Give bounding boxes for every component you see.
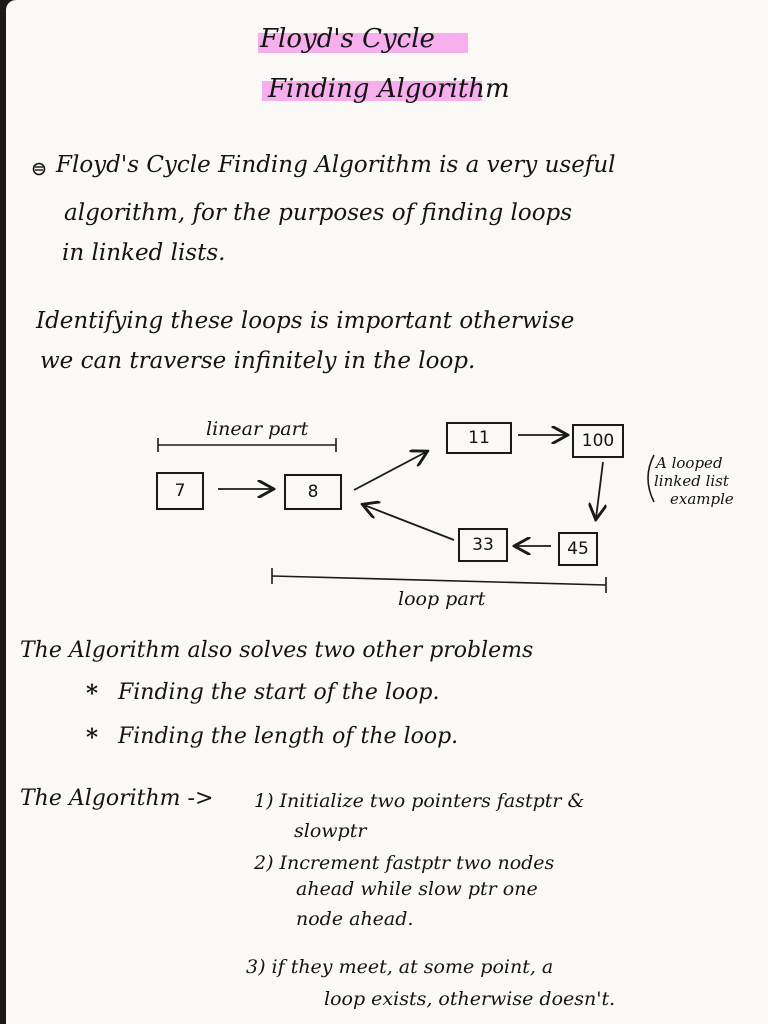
notebook-page: Floyd's Cycle Finding Algorithm Floyd's … [6, 0, 768, 1024]
algorithm-step3-line1: 3) if they meet, at some point, a [246, 956, 554, 978]
linked-list-diagram [157, 0, 655, 593]
intro-line-1: Floyd's Cycle Finding Algorithm is a ver… [56, 152, 616, 178]
title-highlight-1 [258, 33, 468, 53]
arrow-8-to-11 [353, 452, 426, 491]
problems-bullet-2: * [86, 724, 99, 751]
algorithm-step1-line2: slowptr [294, 820, 367, 842]
note-bracket [647, 454, 655, 503]
page-title-line2: Finding Algorithm [268, 74, 510, 104]
arrow-33-to-8 [364, 505, 455, 541]
linear-part-bracket [157, 438, 337, 452]
node-11: 11 [446, 422, 512, 454]
algorithm-step2-line3: node ahead. [296, 908, 414, 930]
problems-item-2: Finding the length of the loop. [118, 724, 459, 749]
diagram-note-line-1: A looped [656, 454, 723, 472]
algorithm-step3-line2: loop exists, otherwise doesn't. [324, 988, 616, 1010]
linear-part-label: linear part [206, 418, 309, 440]
diagram-note-line-2: linked list [654, 472, 729, 490]
node-7: 7 [156, 472, 204, 510]
algorithm-step2-line1: 2) Increment fastptr two nodes [254, 852, 555, 874]
loop-part-label: loop part [398, 588, 486, 610]
node-33: 33 [458, 528, 508, 562]
algorithm-step2-line2: ahead while slow ptr one [296, 878, 538, 900]
node-100: 100 [572, 424, 624, 458]
node-8: 8 [284, 474, 342, 510]
problems-bullet-1: * [86, 680, 99, 707]
importance-line-2: we can traverse infinitely in the loop. [40, 348, 476, 374]
arrow-100-to-45 [596, 461, 603, 518]
problems-heading: The Algorithm also solves two other prob… [20, 638, 534, 663]
loop-part-bracket [271, 568, 607, 593]
problems-item-1: Finding the start of the loop. [118, 680, 440, 705]
diagram-note-line-3: example [670, 490, 734, 508]
intro-line-3: in linked lists. [62, 240, 226, 266]
title-highlight-2 [262, 81, 482, 101]
importance-line-1: Identifying these loops is important oth… [36, 308, 575, 334]
bullet-icon [32, 162, 46, 176]
intro-line-2: algorithm, for the purposes of finding l… [64, 200, 573, 226]
algorithm-step1-line1: 1) Initialize two pointers fastptr & [254, 790, 585, 812]
algorithm-heading: The Algorithm -> [20, 786, 214, 811]
page-title-line1: Floyd's Cycle [260, 24, 435, 54]
node-45: 45 [558, 532, 598, 566]
